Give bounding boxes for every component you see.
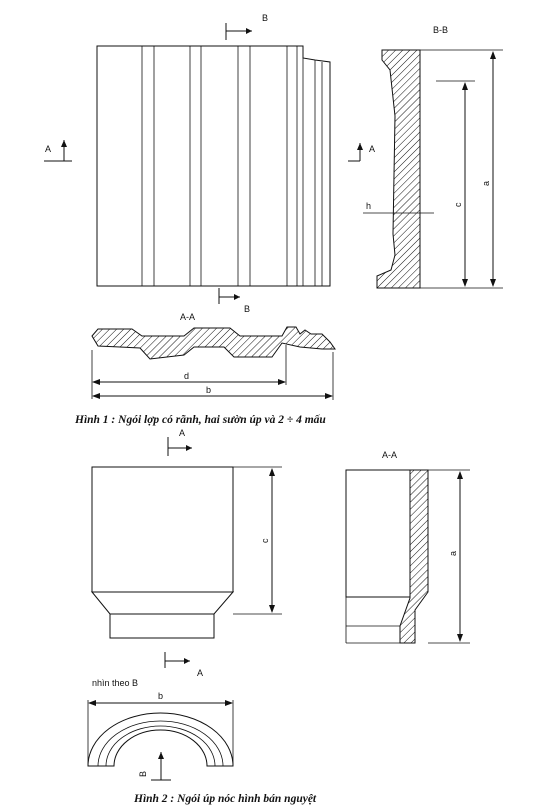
dim-a-label: a — [481, 181, 491, 186]
figure-2: A c A-A a — [87, 428, 470, 805]
dim-b-label: b — [206, 385, 211, 395]
section-mark-b-top-label: B — [262, 13, 268, 23]
section-aa-title-fig2: A-A — [382, 450, 397, 460]
tile-front-view — [96, 45, 331, 287]
section-mark-a-bottom-label: A — [197, 668, 203, 678]
view-label: nhìn theo B — [92, 678, 138, 688]
section-mark-a-top: A — [167, 428, 192, 456]
figure-1: B A B-B A h — [44, 13, 503, 426]
section-mark-a-bottom: A — [164, 652, 203, 678]
dim-c-label-fig2: c — [260, 538, 270, 543]
figure-2-caption: Hình 2 : Ngói úp nóc hình bán nguyệt — [133, 793, 317, 805]
section-mark-b-top: B — [225, 13, 268, 40]
section-mark-a-right-label: A — [369, 144, 375, 154]
dim-d-label: d — [184, 371, 189, 381]
dim-a-label-fig2: a — [448, 551, 458, 556]
ridge-tile-front-view: c — [90, 466, 282, 639]
section-mark-a-top-label: A — [179, 428, 185, 438]
section-mark-b-bottom: B — [218, 288, 250, 314]
section-mark-b-label: B — [138, 771, 148, 777]
section-aa-fig2: A-A a — [345, 450, 470, 644]
dim-h-label: h — [366, 201, 371, 211]
section-mark-b-bottom-label: B — [244, 304, 250, 314]
section-bb: B-B A h a c — [348, 25, 503, 289]
section-mark-a-left: A — [44, 140, 72, 162]
section-aa: A-A d b — [91, 312, 336, 400]
view-from-b: nhìn theo B b B — [87, 678, 234, 781]
dim-c-label: c — [453, 202, 463, 207]
section-mark-a-left-label: A — [45, 144, 51, 154]
figure-1-caption: Hình 1 : Ngói lợp có rãnh, hai sườn úp v… — [74, 413, 326, 426]
section-aa-title: A-A — [180, 312, 195, 322]
dim-b-label-fig2: b — [158, 691, 163, 701]
section-bb-title: B-B — [433, 25, 448, 35]
